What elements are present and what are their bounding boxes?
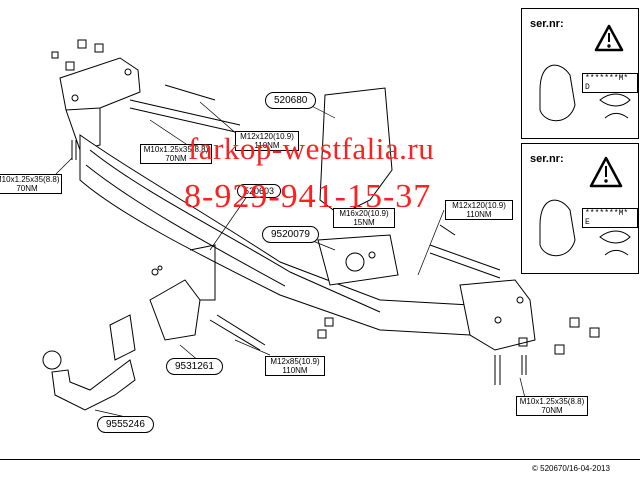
bolt-size: M12x120(10.9) [452, 201, 506, 210]
socket-bracket [149, 244, 216, 341]
bolt-torque: 70NM [16, 184, 38, 193]
warning-triangle-1 [594, 24, 624, 52]
serial-code: *******M* E [582, 208, 638, 228]
bolt-size: M12x85(10.9) [270, 357, 320, 366]
bolt-torque: 70NM [165, 154, 187, 163]
bolt-size: M10x1.25x35(8.8) [0, 175, 60, 184]
bolt-spec-left-side: M10x1.25x35(8.8) 70NM [140, 144, 212, 164]
eye-icon-2 [539, 199, 631, 257]
bolt-torque: 110NM [466, 210, 492, 219]
part-number-main: 520680 [265, 92, 317, 109]
bolt-size: M16x20(10.9) [339, 209, 389, 218]
bolt-torque: 70NM [541, 406, 563, 415]
ball-neck [42, 314, 136, 411]
center-bracket [317, 87, 399, 286]
serial-panel-2: ser.nr: *******M* E [521, 143, 639, 274]
watermark-site: farkop-westfalia.ru [188, 131, 435, 166]
bolt-spec-mid-left: M12x120(10.9) 110NM [235, 131, 299, 151]
bolt-size: M10x1.25x35(8.8) [143, 145, 209, 154]
copyright-text: © 520670/16-04-2013 [532, 464, 610, 473]
bolt-size: M10x1.25x35(8.8) [519, 397, 585, 406]
bolt-spec-right-top: M12x120(10.9) 110NM [445, 200, 513, 220]
bolt-size: M12x120(10.9) [240, 132, 294, 141]
bolt-spec-left-top: M10x1.25x35(8.8) 70NM [0, 174, 62, 194]
eye-icon-1 [539, 64, 631, 122]
bolt-torque: 110NM [282, 366, 308, 375]
watermark-phone: 8-929-941-15-37 [184, 178, 432, 215]
part-number-socket-bracket: 9531261 [166, 358, 223, 375]
part-number-bracket: 9520079 [262, 226, 319, 243]
bolt-spec-bottom-mid: M12x85(10.9) 110NM [265, 356, 325, 376]
bolt-torque: 110NM [254, 141, 280, 150]
bolt-spec-right-bottom: M10x1.25x35(8.8) 70NM [516, 396, 588, 416]
warning-triangle-2 [589, 156, 623, 188]
footer-divider [0, 459, 640, 460]
part-number-bar: 520603 [237, 184, 282, 198]
right-bracket [459, 279, 536, 351]
serial-title: ser.nr: [530, 153, 564, 165]
fasteners [51, 39, 600, 385]
serial-panel-1: ser.nr: *******M* D [521, 8, 639, 139]
bolt-spec-mid-bracket: M16x20(10.9) 15NM [333, 208, 395, 228]
left-bracket [59, 57, 141, 151]
bolt-torque: 15NM [353, 218, 375, 227]
serial-title: ser.nr: [530, 18, 564, 30]
part-number-ball: 9555246 [97, 416, 154, 433]
serial-code: *******M* D [582, 73, 638, 93]
